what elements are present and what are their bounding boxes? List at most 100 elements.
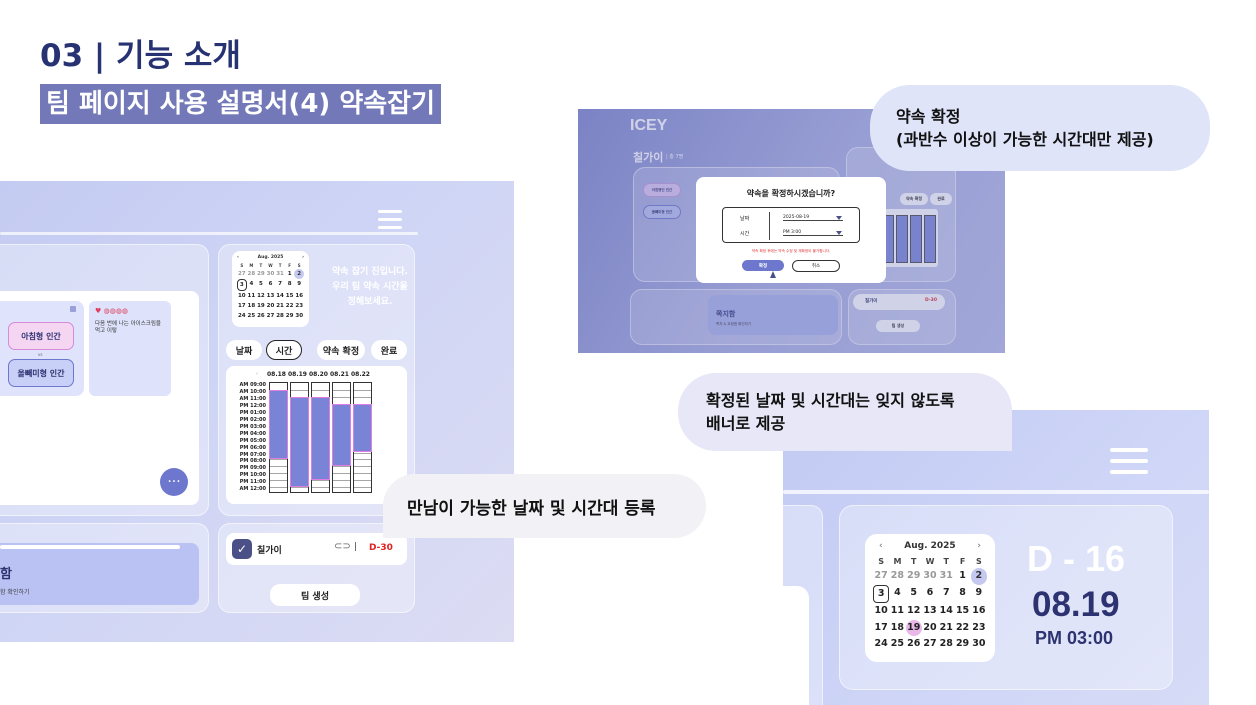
calendar-day[interactable]: 17 <box>237 303 246 309</box>
calendar-prev-icon[interactable]: ‹ <box>237 255 239 260</box>
banner-calendar-prev-icon[interactable]: ‹ <box>879 541 883 551</box>
calendar-day[interactable]: 29 <box>257 271 265 277</box>
time-select[interactable]: PM 3:00 <box>783 230 843 236</box>
available-slot[interactable] <box>333 403 350 467</box>
calendar-day[interactable]: 1 <box>287 271 292 277</box>
calendar-day[interactable]: 22 <box>285 303 294 309</box>
calendar-day[interactable]: 7 <box>278 281 282 287</box>
calendar-day[interactable]: 11 <box>247 293 256 299</box>
banner-calendar-day[interactable]: 6 <box>926 586 934 598</box>
confirm-button[interactable]: 확정 <box>742 260 784 271</box>
banner-calendar-day[interactable]: 20 <box>923 621 937 633</box>
calendar-day[interactable]: 31 <box>276 271 284 277</box>
banner-calendar-day[interactable]: 2 <box>970 568 987 585</box>
banner-calendar-day[interactable]: 22 <box>955 621 970 633</box>
calendar-day[interactable]: 4 <box>249 281 254 287</box>
available-slot[interactable] <box>291 396 308 488</box>
banner-calendar-day[interactable]: 24 <box>874 638 888 649</box>
calendar-next-icon[interactable]: › <box>302 255 304 260</box>
banner-calendar-day[interactable]: 1 <box>959 570 966 581</box>
banner-calendar-day[interactable]: 25 <box>890 638 905 649</box>
create-team-button[interactable]: 팀 생성 <box>270 584 360 606</box>
calendar-day[interactable]: 20 <box>266 303 275 309</box>
timetable-column[interactable] <box>290 382 309 494</box>
banner-calendar-next-icon[interactable]: › <box>977 541 981 551</box>
date-dropdown-icon[interactable] <box>836 216 842 220</box>
option-night-person[interactable]: 올빼미형 인간 <box>8 359 74 387</box>
calendar-day[interactable]: 6 <box>268 281 273 287</box>
calendar-day[interactable]: 30 <box>266 271 275 277</box>
banner-calendar-day[interactable]: 13 <box>923 605 937 616</box>
banner-calendar-day[interactable]: 15 <box>955 605 970 616</box>
banner-calendar-day[interactable]: 23 <box>972 621 986 633</box>
link-icon[interactable]: ⊂⊃ <box>334 541 351 552</box>
banner-calendar-day[interactable]: 28 <box>890 570 905 581</box>
banner-calendar-day[interactable]: 19 <box>905 619 922 636</box>
banner-calendar-day[interactable]: 4 <box>894 586 901 598</box>
banner-calendar-day[interactable]: 12 <box>907 605 921 616</box>
banner-calendar-day[interactable]: 3 <box>873 584 890 603</box>
banner-calendar-day[interactable]: 10 <box>874 605 888 616</box>
banner-calendar-day[interactable]: 27 <box>874 570 888 581</box>
banner-calendar-day[interactable]: 16 <box>972 605 986 616</box>
banner-calendar-day[interactable]: 27 <box>923 638 937 649</box>
calendar-day[interactable]: 27 <box>237 271 246 277</box>
memo-box[interactable]: 함 함 확인하기 <box>0 543 199 605</box>
tab-date[interactable]: 날짜 <box>226 340 262 360</box>
calendar-day[interactable]: 2 <box>294 269 304 279</box>
tab-confirm[interactable]: 약속 확정 <box>317 340 365 360</box>
banner-calendar-day[interactable]: 5 <box>910 586 918 598</box>
calendar-day[interactable]: 5 <box>259 281 263 287</box>
date-select[interactable]: 2025-08-19 <box>783 215 843 221</box>
calendar-day[interactable]: 15 <box>285 293 294 299</box>
calendar-day[interactable]: 8 <box>287 281 292 287</box>
calendar-day[interactable]: 24 <box>237 313 246 319</box>
calendar-day[interactable]: 23 <box>295 303 304 309</box>
calendar-day[interactable]: 10 <box>237 293 246 299</box>
calendar-day[interactable]: 28 <box>276 313 284 319</box>
calendar-day[interactable]: 9 <box>297 281 302 287</box>
banner-calendar-day[interactable]: 8 <box>959 586 966 598</box>
banner-calendar-day[interactable]: 21 <box>939 621 953 633</box>
calendar-day[interactable]: 30 <box>295 313 304 319</box>
timetable-column[interactable] <box>332 382 351 494</box>
tab-time[interactable]: 시간 <box>266 340 302 360</box>
timetable-column[interactable] <box>269 382 288 494</box>
calendar-day[interactable]: 28 <box>247 271 256 277</box>
banner-calendar-day[interactable]: 11 <box>890 605 905 616</box>
calendar-day[interactable]: 29 <box>285 313 294 319</box>
calendar-day[interactable]: 13 <box>266 293 275 299</box>
timetable-prev-icon[interactable]: ‹ <box>256 371 258 377</box>
calendar-day[interactable]: 14 <box>276 293 284 299</box>
banner-calendar-day[interactable]: 14 <box>939 605 953 616</box>
banner-calendar-day[interactable]: 29 <box>955 638 970 649</box>
calendar-day[interactable]: 21 <box>276 303 284 309</box>
banner-calendar-day[interactable]: 9 <box>975 586 983 598</box>
hamburger-menu-icon-2[interactable] <box>1110 448 1148 479</box>
timetable-column[interactable] <box>353 382 372 494</box>
calendar-day[interactable]: 18 <box>247 303 256 309</box>
banner-calendar-day[interactable]: 31 <box>939 570 953 581</box>
calendar-day[interactable]: 19 <box>257 303 265 309</box>
calendar-day[interactable]: 26 <box>257 313 265 319</box>
calendar-day[interactable]: 3 <box>237 279 247 291</box>
tab-done[interactable]: 완료 <box>371 340 407 360</box>
calendar-day[interactable]: 27 <box>266 313 275 319</box>
banner-calendar-day[interactable]: 17 <box>874 621 888 633</box>
banner-calendar-day[interactable]: 29 <box>907 570 921 581</box>
timetable-column[interactable] <box>311 382 330 494</box>
trash-icon[interactable] <box>70 306 76 312</box>
calendar-day[interactable]: 25 <box>247 313 256 319</box>
available-slot[interactable] <box>312 396 329 481</box>
calendar-day[interactable]: 12 <box>257 293 265 299</box>
cancel-button[interactable]: 취소 <box>792 260 840 272</box>
option-morning-person[interactable]: 아침형 인간 <box>8 322 74 350</box>
banner-calendar-day[interactable]: 7 <box>942 586 950 598</box>
hamburger-menu-icon[interactable] <box>378 210 402 234</box>
available-slot[interactable] <box>270 389 287 460</box>
available-slot[interactable] <box>354 403 371 453</box>
kebab-menu-icon[interactable]: ··· <box>160 468 188 496</box>
banner-calendar-day[interactable]: 28 <box>939 638 953 649</box>
banner-calendar-day[interactable]: 18 <box>890 621 905 633</box>
calendar-day[interactable]: 16 <box>295 293 304 299</box>
